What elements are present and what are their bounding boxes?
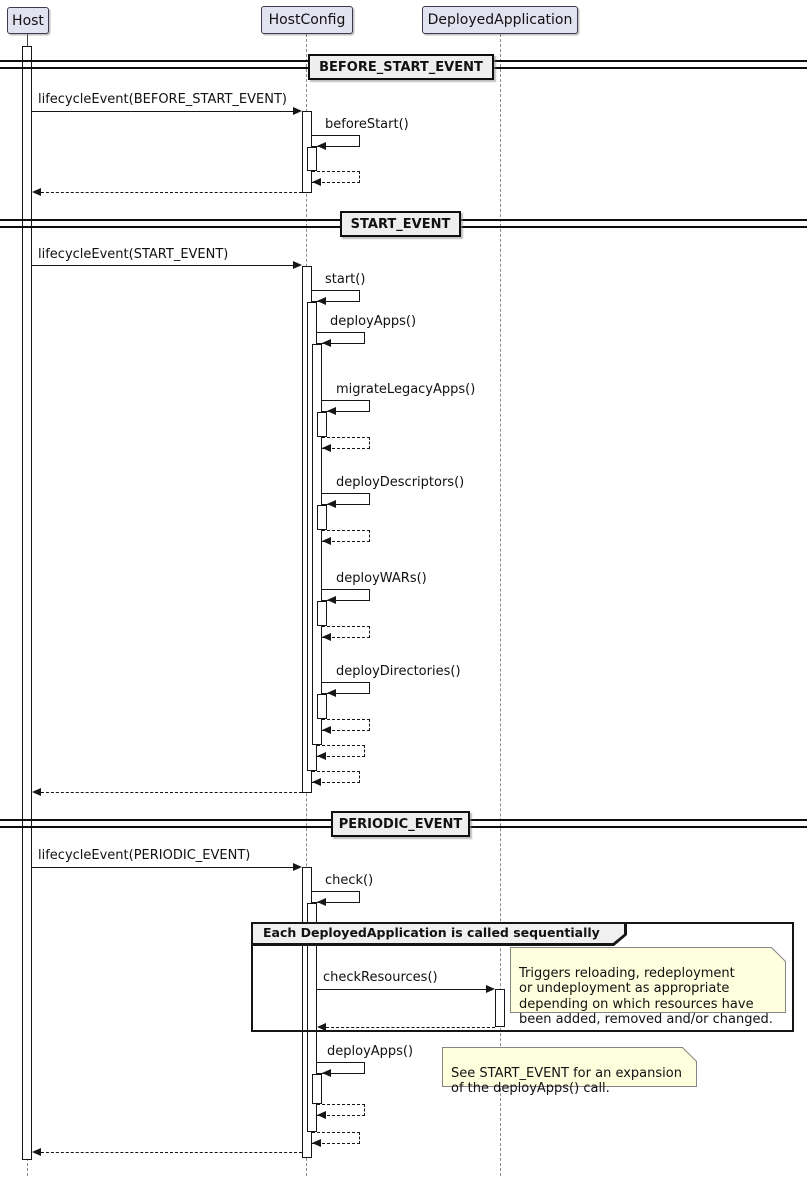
arrowhead-left: [312, 1139, 321, 1147]
arrowhead-left: [312, 178, 321, 186]
self-message-before-start: [312, 135, 360, 147]
lifeline-deployedapplication: [500, 34, 501, 1176]
arrowhead-left: [317, 142, 326, 150]
activation-bar-deploy-directories: [317, 694, 327, 719]
activation-bar-deployedapplication: [495, 989, 505, 1027]
self-return-start: [312, 771, 360, 783]
message-label-migrate-legacy-apps: migrateLegacyApps(): [336, 382, 476, 397]
participant-label-deployedapplication: DeployedApplication: [427, 12, 573, 28]
arrowhead-left: [317, 1111, 326, 1119]
note-text: See START_EVENT for an expansion of the …: [451, 1065, 682, 1097]
return-arrow-check-resources: [326, 1027, 495, 1028]
message-label-deploy-directories: deployDirectories(): [336, 664, 461, 679]
arrowhead-left: [327, 407, 336, 415]
self-return-deploy-descriptors: [322, 530, 370, 542]
message-arrow-check-resources: [317, 989, 486, 990]
message-arrow-lifecycle-periodic: [32, 867, 293, 868]
self-return-deploy-directories: [322, 719, 370, 731]
arrowhead-left: [32, 1148, 41, 1156]
self-return-migrate-legacy-apps: [322, 437, 370, 449]
activation-bar-before-start: [307, 147, 317, 171]
message-label-lifecycle-periodic: lifecycleEvent(PERIODIC_EVENT): [38, 848, 251, 863]
message-label-start: start(): [325, 272, 366, 287]
self-message-deploy-apps: [317, 332, 365, 344]
message-label-before-start: beforeStart(): [325, 117, 409, 132]
lifeline-host-stub: [27, 34, 28, 46]
note-fold-icon: [682, 1047, 697, 1062]
message-label-deploy-descriptors: deployDescriptors(): [336, 475, 465, 490]
arrowhead-left: [317, 297, 326, 305]
arrowhead-left: [32, 788, 41, 796]
arrowhead-left: [322, 726, 331, 734]
message-arrow-lifecycle-before: [32, 111, 293, 112]
return-arrow-to-host: [41, 192, 302, 193]
participant-label-hostconfig: HostConfig: [268, 12, 346, 28]
arrowhead-left: [322, 537, 331, 545]
divider-before-start-event: BEFORE_START_EVENT: [308, 54, 494, 80]
participant-box-host: Host: [7, 7, 49, 34]
message-arrow-lifecycle-start: [32, 265, 293, 266]
arrowhead-right: [293, 863, 302, 871]
arrowhead-left: [327, 596, 336, 604]
divider-label: PERIODIC_EVENT: [338, 816, 463, 832]
activation-bar-deploy-apps: [312, 344, 322, 745]
message-label-deploy-wars: deployWARs(): [336, 571, 427, 586]
frame-sequential-loop: Each DeployedApplication is called seque…: [251, 922, 794, 1032]
frame-title-fill: [253, 924, 624, 943]
arrowhead-left: [322, 1069, 331, 1077]
activation-bar-deploy-apps-periodic: [312, 1074, 322, 1104]
divider-label: START_EVENT: [350, 216, 451, 232]
note-check-resources: Triggers reloading, redeployment or unde…: [510, 947, 786, 1027]
self-message-check: [312, 891, 360, 903]
arrowhead-right: [486, 985, 495, 993]
activation-bar-deploy-descriptors: [317, 505, 327, 530]
return-arrow-to-host: [41, 1152, 302, 1153]
participant-box-hostconfig: HostConfig: [261, 6, 353, 34]
message-label-check: check(): [325, 873, 374, 888]
note-text: Triggers reloading, redeployment or unde…: [519, 965, 773, 1028]
return-arrow-to-host: [41, 792, 302, 793]
activation-bar-deploy-wars: [317, 601, 327, 626]
arrowhead-left: [317, 1023, 326, 1031]
self-return-before-start: [312, 171, 360, 183]
self-message-deploy-wars: [322, 589, 370, 601]
message-label-check-resources: checkResources(): [323, 970, 438, 985]
divider-periodic-event: PERIODIC_EVENT: [331, 811, 470, 837]
self-message-migrate-legacy-apps: [322, 400, 370, 412]
note-fold-icon: [771, 947, 786, 962]
arrowhead-left: [322, 444, 331, 452]
arrowhead-left: [327, 500, 336, 508]
activation-bar-check: [307, 903, 317, 1132]
frame-title: Each DeployedApplication is called seque…: [263, 925, 600, 940]
self-return-deploy-apps: [317, 745, 365, 757]
self-return-deploy-apps-periodic: [317, 1104, 365, 1116]
arrowhead-left: [322, 633, 331, 641]
arrowhead-left: [32, 188, 41, 196]
message-label-lifecycle-start: lifecycleEvent(START_EVENT): [38, 247, 229, 262]
participant-label-host: Host: [12, 12, 44, 29]
self-message-deploy-descriptors: [322, 493, 370, 505]
arrowhead-left: [317, 752, 326, 760]
activation-bar-migrate-legacy-apps: [317, 412, 327, 437]
self-message-deploy-apps-periodic: [317, 1062, 365, 1074]
arrowhead-left: [327, 689, 336, 697]
arrowhead-right: [293, 107, 302, 115]
divider-label: BEFORE_START_EVENT: [319, 59, 483, 75]
self-message-start: [312, 290, 360, 302]
self-return-deploy-wars: [322, 626, 370, 638]
arrowhead-left: [322, 339, 331, 347]
arrowhead-left: [317, 898, 326, 906]
divider-start-event: START_EVENT: [340, 211, 461, 237]
arrowhead-left: [312, 778, 321, 786]
message-label-deploy-apps-periodic: deployApps(): [327, 1044, 414, 1059]
self-return-check: [312, 1132, 360, 1144]
arrowhead-right: [293, 261, 302, 269]
note-deploy-apps: See START_EVENT for an expansion of the …: [442, 1047, 697, 1096]
frame-title-bar: Each DeployedApplication is called seque…: [251, 922, 627, 946]
message-label-deploy-apps: deployApps(): [330, 314, 417, 329]
participant-box-deployedapplication: DeployedApplication: [422, 6, 578, 34]
self-message-deploy-directories: [322, 682, 370, 694]
activation-bar-host: [22, 46, 32, 1160]
message-label-lifecycle-before: lifecycleEvent(BEFORE_START_EVENT): [38, 92, 287, 107]
